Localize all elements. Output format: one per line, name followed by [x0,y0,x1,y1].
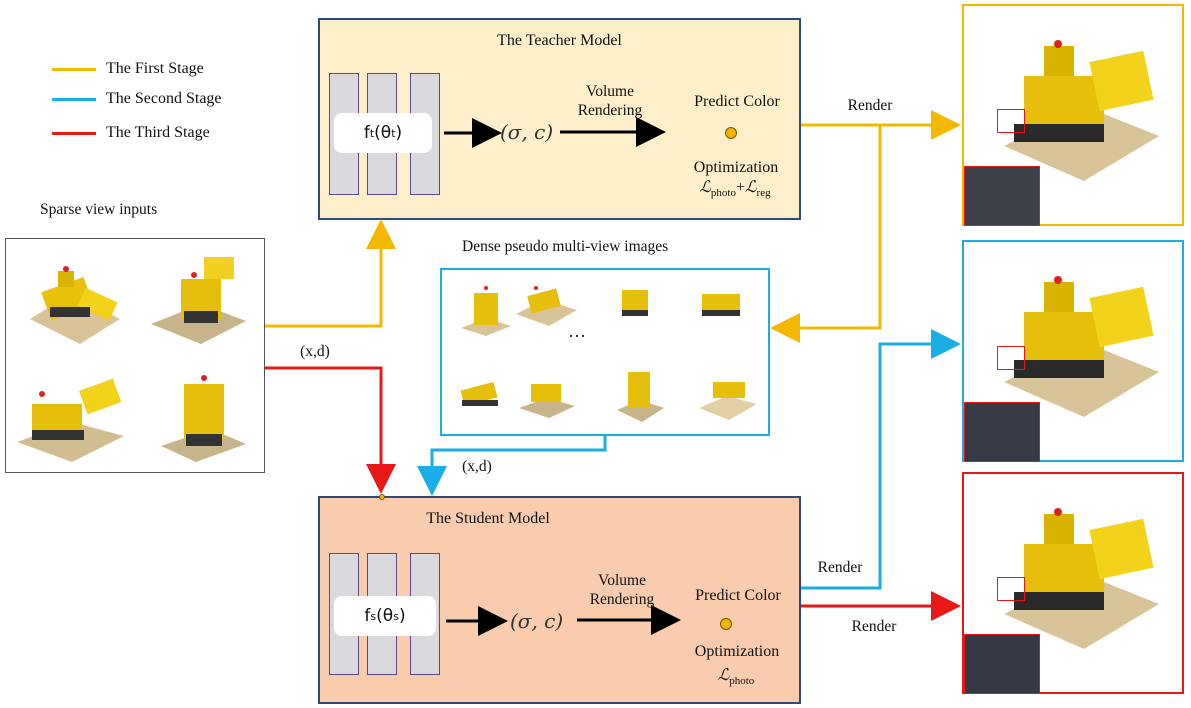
student-title: The Student Model [426,510,550,527]
teacher-volume-rendering: Volume Rendering [577,83,643,119]
zoom-inset-third [964,634,1040,694]
bulldozer-render-first [1004,40,1159,181]
legend-second-label: The Second Stage [106,90,222,107]
student-loss-a-sub: photo [729,675,755,688]
dense-thumb-5 [460,381,498,407]
render-label-student-blue: Render [817,559,863,576]
teacher-loss: ℒphoto+ℒreg [660,178,810,203]
lego-thumb-2 [151,257,246,344]
student-func-param: (θ [376,606,394,626]
arrow-dense-to-student [417,436,607,496]
student-optimization: Optimization [694,643,780,660]
teacher-func-param-sub: t [391,126,396,140]
legend-second-stage: The Second Stage [52,88,222,110]
teacher-func-main: f [363,123,370,143]
zoom-inset-second [964,402,1040,462]
student-func-param-sub: s [393,609,399,623]
teacher-loss-b: ℒ [745,179,757,196]
zoom-marker-second [997,346,1025,370]
dense-thumb-2 [516,286,577,326]
dense-view-panel: … [440,268,770,436]
teacher-loss-a: ℒ [699,179,711,196]
dense-thumb-4 [702,294,740,316]
teacher-loss-b-sub: reg [756,187,771,200]
arrow-render-to-dense [770,125,882,343]
xd-label-dense: (x,d) [462,458,492,475]
student-loss: ℒphoto [676,666,796,691]
zoom-inset-first [964,166,1040,226]
render-label-top: Render [847,97,893,114]
teacher-color-dot [725,127,737,139]
student-func-close: ) [398,606,406,626]
render-label-student-red: Render [851,618,897,635]
teacher-sigma-c: (σ, c) [500,120,554,144]
legend-first-line [52,67,96,71]
student-loss-a: ℒ [717,667,730,684]
student-predict-color: Predict Color [695,587,781,604]
lego-thumb-4 [161,375,246,462]
render-output-third [962,472,1184,694]
teacher-func-sub: t [369,126,375,140]
legend-third-line [52,131,96,135]
teacher-func-param: (θ [374,123,392,143]
arrow-student-render-blue [801,329,961,590]
bulldozer-render-third [1004,508,1159,649]
dense-thumb-1 [461,286,511,336]
dense-thumb-3 [622,290,648,316]
dense-thumb-6 [519,384,575,418]
arrow-input-to-teacher [265,219,396,328]
lego-thumb-1 [30,266,120,344]
teacher-title: The Teacher Model [497,32,622,49]
dense-thumb-7 [617,372,664,422]
connection-dot [379,494,385,500]
render-output-second [962,240,1184,462]
arrow-input-to-student [265,366,396,494]
teacher-optimization: Optimization [693,159,779,176]
dense-thumb-8 [699,382,757,420]
student-func-sub: s [370,609,377,623]
dense-ellipsis: … [568,321,586,341]
student-func-main: f [364,606,371,626]
teacher-func-close: ) [395,123,403,143]
legend-second-line [52,97,96,101]
dense-label: Dense pseudo multi-view images [462,238,669,255]
bulldozer-render-second [1004,276,1159,417]
zoom-marker-first [997,109,1025,133]
lego-thumb-3 [17,378,124,462]
teacher-predict-color: Predict Color [694,93,780,110]
legend-third-stage: The Third Stage [52,122,210,144]
student-volume-rendering: Volume Rendering [589,572,655,608]
render-output-first [962,4,1184,226]
student-color-dot [720,618,732,630]
teacher-loss-a-sub: photo [710,187,736,200]
legend-third-label: The Third Stage [106,124,210,141]
legend-first-stage: The First Stage [52,58,204,80]
zoom-marker-third [997,577,1025,601]
sparse-view-panel [5,238,265,473]
student-model-box [318,496,801,704]
sparse-view-label: Sparse view inputs [40,201,158,218]
student-sigma-c: (σ, c) [510,609,564,633]
teacher-loss-plus: + [735,179,746,196]
xd-label-left: (x,d) [300,343,330,360]
legend-first-label: The First Stage [106,60,204,77]
